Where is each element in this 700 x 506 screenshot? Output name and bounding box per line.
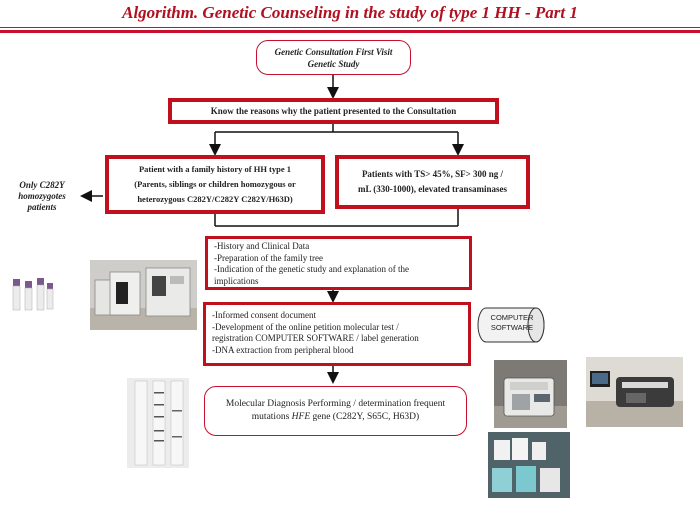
blood-tubes-photo bbox=[10, 275, 55, 315]
reasons-box: Know the reasons why the patient present… bbox=[168, 98, 499, 124]
diagnosis-box: Molecular Diagnosis Performing / determi… bbox=[204, 386, 467, 436]
diagnosis-gene: HFE bbox=[291, 412, 311, 422]
side-note-line1: Only C282Y bbox=[19, 180, 65, 190]
family-history-box: Patient with a family history of HH type… bbox=[105, 155, 325, 214]
diagnosis-line2: mutations HFE gene (C282Y, S65C, H63D) bbox=[252, 411, 419, 424]
diagram-title: Algorithm. Genetic Counseling in the stu… bbox=[122, 3, 578, 22]
software-line1: COMPUTER bbox=[490, 313, 534, 322]
title-rule-thick bbox=[0, 30, 700, 33]
consent-line2: -Development of the online petition mole… bbox=[212, 321, 399, 332]
consent-line3: registration COMPUTER SOFTWARE / label g… bbox=[212, 333, 419, 343]
gel-strip-photo bbox=[127, 378, 189, 468]
history-line4: implications bbox=[214, 275, 259, 286]
history-line3: -Indication of the genetic study and exp… bbox=[214, 264, 409, 274]
consent-line4: -DNA extraction from peripheral blood bbox=[212, 344, 354, 355]
family-history-line3: heterozygous C282Y/C282Y C282Y/H63D) bbox=[137, 194, 293, 204]
side-note-line3: patients bbox=[27, 202, 57, 212]
patients-ts-box: Patients with TS> 45%, SF> 300 ng / mL (… bbox=[335, 155, 530, 209]
sample-vials-photo bbox=[488, 432, 570, 498]
history-line2: -Preparation of the family tree bbox=[214, 252, 323, 263]
patients-ts-line1: Patients with TS> 45%, SF> 300 ng / bbox=[361, 169, 504, 179]
first-visit-line2: Genetic Study bbox=[307, 58, 360, 69]
diagnosis-line1: Molecular Diagnosis Performing / determi… bbox=[225, 399, 446, 409]
consent-line1: -Informed consent document bbox=[212, 310, 316, 320]
side-note: Only C282Y homozygotes patients bbox=[9, 180, 75, 213]
title-rule-thin bbox=[0, 27, 700, 28]
reasons-text: Know the reasons why the patient present… bbox=[210, 106, 457, 116]
consent-box: -Informed consent document -Development … bbox=[203, 302, 471, 366]
patients-ts-line2: mL (330-1000), elevated transaminases bbox=[358, 184, 507, 194]
thermocycler-photo bbox=[494, 360, 567, 428]
side-note-line2: homozygotes bbox=[18, 191, 66, 201]
computer-software-icon bbox=[477, 307, 545, 343]
first-visit-line1: Genetic Consultation First Visit bbox=[274, 46, 393, 57]
family-history-line1: Patient with a family history of HH type… bbox=[138, 164, 292, 174]
diagnosis-line2-post: gene (C282Y, S65C, H63D) bbox=[310, 412, 420, 422]
first-visit-box: Genetic Consultation First Visit Genetic… bbox=[256, 40, 411, 75]
lab-instrument-photo bbox=[90, 260, 197, 330]
computer-software-label: COMPUTER SOFTWARE bbox=[480, 313, 544, 333]
history-line1: -History and Clinical Data bbox=[214, 241, 310, 251]
history-box: -History and Clinical Data -Preparation … bbox=[205, 236, 472, 290]
diagnosis-line2-pre: mutations bbox=[251, 412, 292, 422]
family-history-line2: (Parents, siblings or children homozygou… bbox=[134, 179, 296, 189]
sequencer-photo bbox=[586, 357, 683, 427]
software-line2: SOFTWARE bbox=[490, 323, 534, 332]
